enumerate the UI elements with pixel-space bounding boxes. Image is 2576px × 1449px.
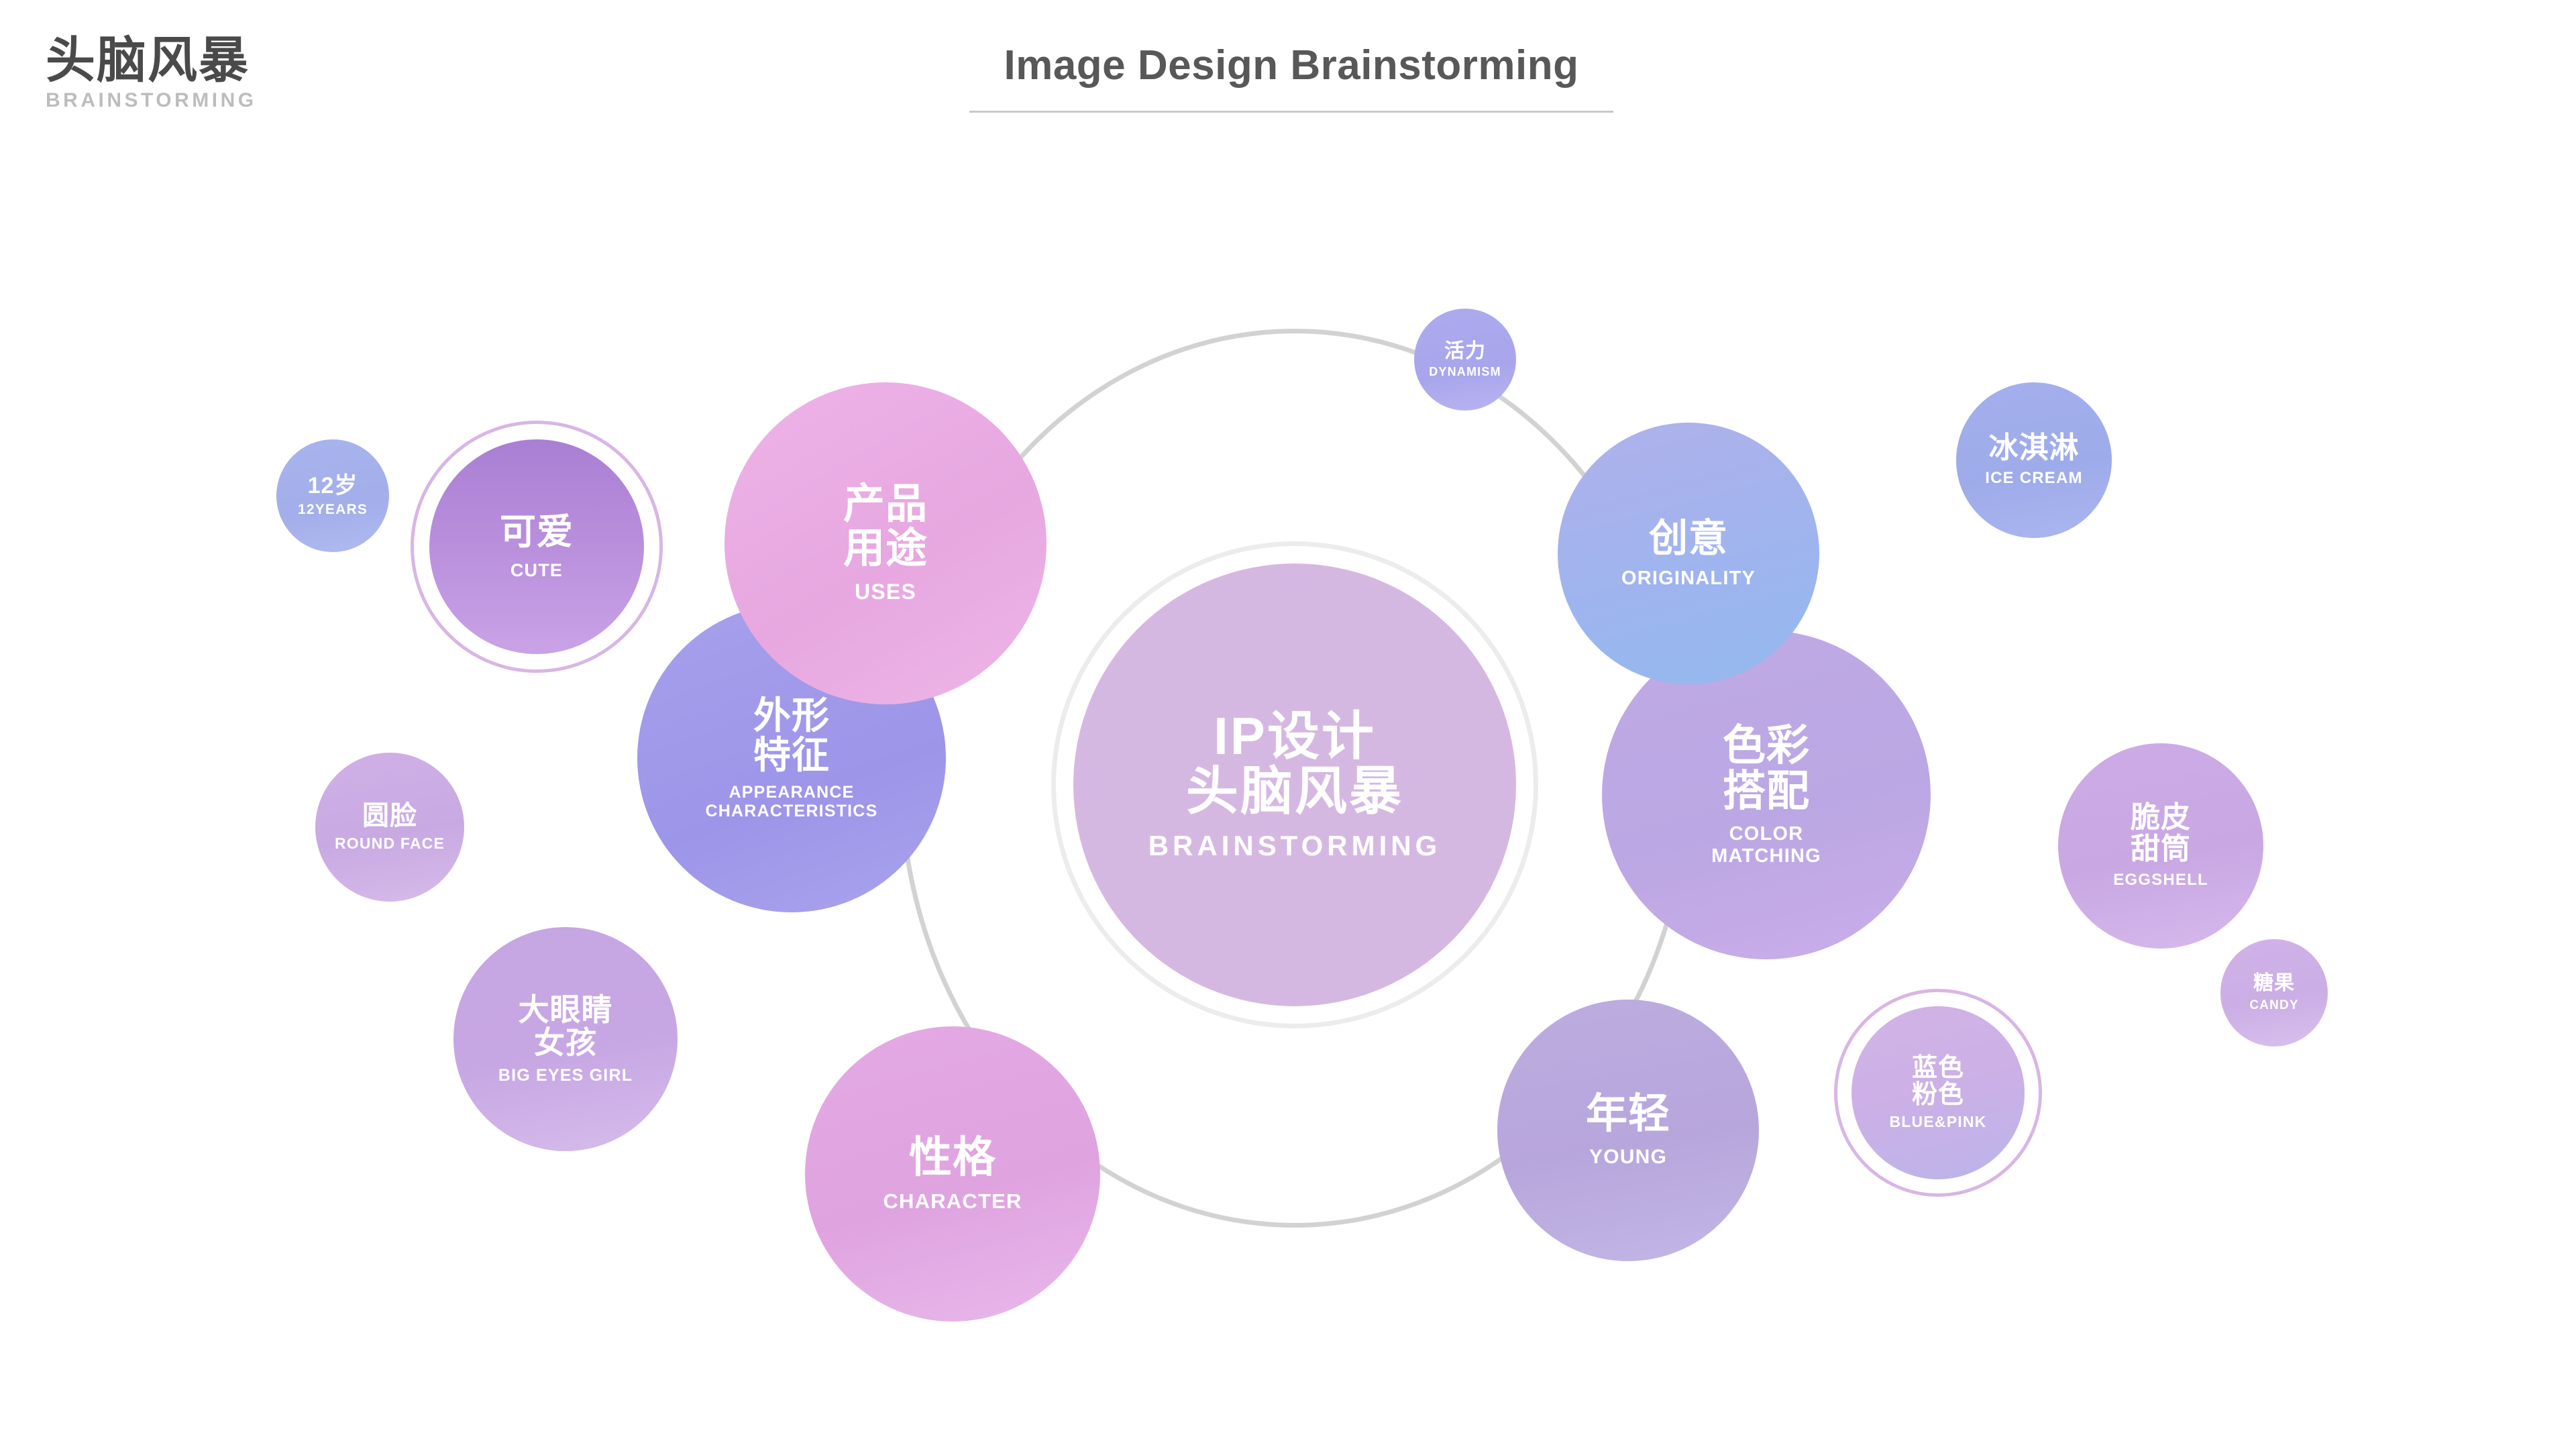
bubble-ice-cream[interactable]: 冰淇淋 ICE CREAM <box>1956 382 2112 538</box>
bubble-round-face[interactable]: 圆脸 ROUND FACE <box>315 753 464 902</box>
bubble-colormatch-cn: 色彩 搭配 <box>1723 720 1810 815</box>
bubble-character-cn: 性格 <box>909 1132 996 1181</box>
bubble-character-en: CHARACTER <box>883 1189 1022 1213</box>
bubble-blue-and-pink[interactable]: 蓝色 粉色 BLUE&PINK <box>1851 1006 2025 1179</box>
bubble-young[interactable]: 年轻 YOUNG <box>1497 1000 1759 1261</box>
bubble-icecream-en: ICE CREAM <box>1985 469 2083 488</box>
page-title: Image Design Brainstorming <box>1004 42 1579 89</box>
bubble-12years-en: 12YEARS <box>297 502 368 518</box>
bubble-originality-en: ORIGINALITY <box>1621 567 1756 589</box>
bubble-eggshell-en: EGGSHELL <box>2113 871 2208 890</box>
bubble-dynamism[interactable]: 活力 DYNAMISM <box>1414 309 1516 411</box>
bubble-candy[interactable]: 糖果 CANDY <box>2220 939 2328 1046</box>
bubble-bigeyes-cn: 大眼睛 女孩 <box>518 992 613 1060</box>
bubble-bluepink-cn: 蓝色 粉色 <box>1911 1053 1964 1110</box>
bubble-character[interactable]: 性格 CHARACTER <box>805 1026 1100 1322</box>
bubble-originality[interactable]: 创意 ORIGINALITY <box>1558 423 1819 684</box>
bubble-big-eyes-girl[interactable]: 大眼睛 女孩 BIG EYES GIRL <box>453 927 678 1151</box>
bubble-cute-cn: 可爱 <box>500 512 574 553</box>
bubble-young-en: YOUNG <box>1589 1146 1667 1169</box>
bubble-cute[interactable]: 可爱 CUTE <box>429 439 644 654</box>
bubble-uses[interactable]: 产品 用途 USES <box>724 382 1046 704</box>
title-divider <box>969 111 1613 113</box>
bubble-young-cn: 年轻 <box>1585 1091 1670 1138</box>
bubble-uses-cn: 产品 用途 <box>843 481 928 572</box>
bubble-roundface-cn: 圆脸 <box>362 800 417 830</box>
brand-logo-cn: 头脑风暴 <box>46 32 250 88</box>
brand-logo: 头脑风暴 BRAINSTORMING <box>46 35 354 112</box>
bubble-dynamism-cn: 活力 <box>1444 339 1486 362</box>
bubble-bluepink-en: BLUE&PINK <box>1889 1113 1987 1131</box>
bubble-uses-en: USES <box>855 579 916 604</box>
page-title-container: Image Design Brainstorming <box>966 42 1617 113</box>
bubble-colormatch-en: COLOR MATCHING <box>1711 823 1821 867</box>
bubble-roundface-en: ROUND FACE <box>334 835 445 853</box>
bubble-12years-cn: 12岁 <box>307 473 358 499</box>
bubble-candy-cn: 糖果 <box>2253 972 2295 995</box>
bubble-color-matching[interactable]: 色彩 搭配 COLOR MATCHING <box>1602 631 1931 959</box>
bubble-originality-cn: 创意 <box>1648 517 1728 561</box>
bubble-eggshell-cn: 脆皮 甜筒 <box>2131 800 2191 865</box>
bubble-bigeyes-en: BIG EYES GIRL <box>498 1065 633 1085</box>
bubble-center-ip-design[interactable]: IP设计 头脑风暴 BRAINSTORMING <box>1073 564 1516 1006</box>
bubble-eggshell[interactable]: 脆皮 甜筒 EGGSHELL <box>2058 743 2263 949</box>
bubble-12-years[interactable]: 12岁 12YEARS <box>276 439 389 552</box>
bubble-center-en: BRAINSTORMING <box>1148 830 1442 862</box>
bubble-appearance-en: APPEARANCE CHARACTERISTICS <box>705 783 878 821</box>
bubble-appearance-cn: 外形 特征 <box>753 694 830 776</box>
bubble-candy-en: CANDY <box>2249 998 2299 1013</box>
bubble-cute-en: CUTE <box>510 559 564 580</box>
bubble-dynamism-en: DYNAMISM <box>1429 365 1501 379</box>
bubble-center-cn: IP设计 头脑风暴 <box>1185 706 1403 821</box>
brand-logo-en: BRAINSTORMING <box>46 89 257 112</box>
bubble-icecream-cn: 冰淇淋 <box>1988 431 2080 464</box>
